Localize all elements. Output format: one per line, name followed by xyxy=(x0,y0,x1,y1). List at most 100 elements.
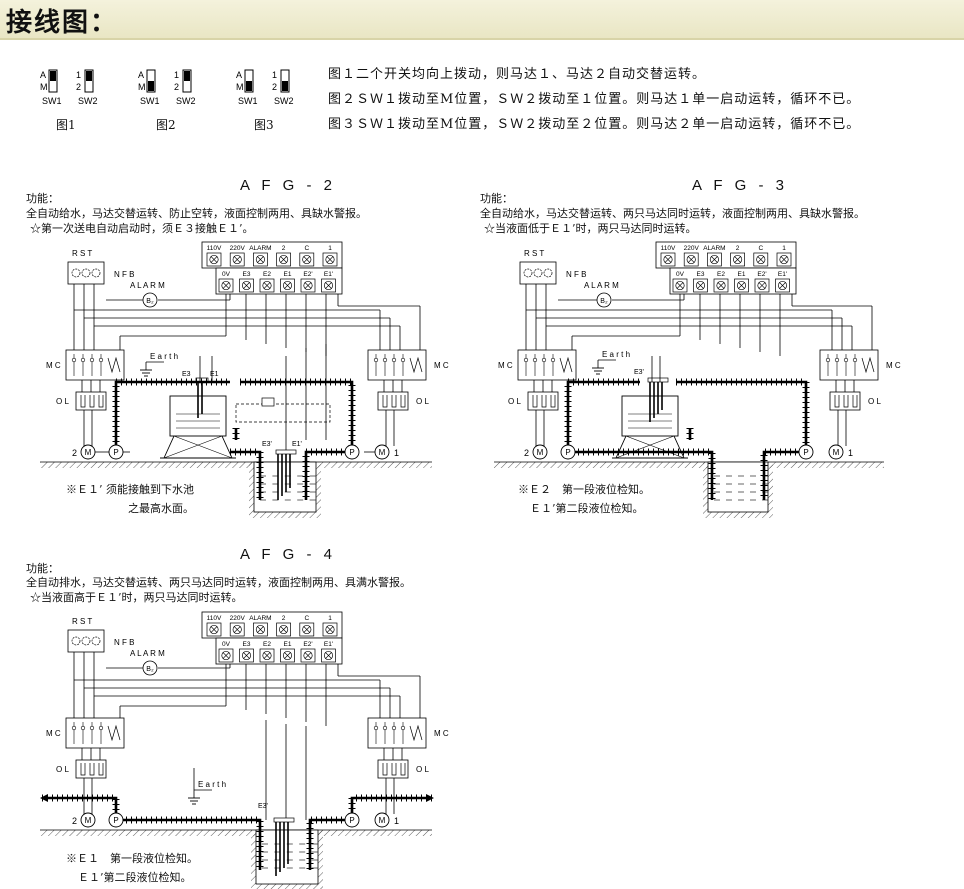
ol-element xyxy=(80,763,86,776)
sw1-lever xyxy=(50,71,56,81)
screw-x xyxy=(711,256,718,263)
afg4-nfb-pole xyxy=(91,636,101,646)
afg3-terminal-label-top: C xyxy=(758,245,763,252)
mc-contact-dot xyxy=(382,725,388,731)
afg2-terminal-label-top: C xyxy=(304,245,309,252)
afg4-nfb-pole xyxy=(81,636,91,646)
afg3-buzzer-label: B₂ xyxy=(600,298,608,305)
afg3-title: A F G - 3 xyxy=(692,177,789,194)
ol-element xyxy=(382,763,388,776)
afg3-pump-label: P xyxy=(803,448,808,457)
afg3-terminal-label-top: 110V xyxy=(661,245,676,252)
screw-x xyxy=(257,256,264,263)
afg2-note-2: 之最高水面。 xyxy=(128,502,194,515)
afg2-nfb-pole xyxy=(71,268,81,278)
mc-contact-dot xyxy=(373,357,379,363)
afg3-pump-label: P xyxy=(565,448,570,457)
sw2-caption: SW2 xyxy=(274,96,294,106)
sw1-lever xyxy=(148,81,154,91)
afg3-alarm-label: A L A R M xyxy=(584,281,619,290)
afg2-mc-coil-icon xyxy=(107,356,121,374)
mc-contact-dot xyxy=(373,725,379,731)
afg3-ground-hatch xyxy=(494,462,884,468)
afg3-ol-label: O L xyxy=(508,397,521,406)
afg4-outflow-arrow-right-icon xyxy=(426,794,434,802)
afg4-title: A F G - 4 xyxy=(240,546,337,563)
mc-contact-dot xyxy=(532,357,538,363)
sw-label-a: A xyxy=(236,70,242,80)
afg3-mc-coil-icon xyxy=(861,356,875,374)
afg3-function-line-2: ☆当液面低于Ｅ１’时，两只马达同时运转。 xyxy=(484,222,697,235)
afg2-terminal-label-top: ALARM xyxy=(249,245,271,252)
afg4-pump-label: P xyxy=(113,816,118,825)
description-1: 图１二个开关均向上拨动，则马达１、马达２自动交替运转。 xyxy=(328,67,707,82)
afg4-pipe-suction-right-ticks xyxy=(306,816,352,870)
afg3-pump-icon xyxy=(560,444,576,460)
afg3-terminal-label-bottom: E2 xyxy=(717,271,725,278)
afg3-earth-label: E a r t h xyxy=(602,350,630,359)
ol-element xyxy=(391,395,397,408)
sw2-caption: SW2 xyxy=(78,96,98,106)
afg4-note-2: Ｅ１’第二段液位检知。 xyxy=(78,871,192,884)
ol-element xyxy=(852,395,858,408)
tank-brace xyxy=(615,435,675,459)
screw-x xyxy=(780,256,788,263)
afg4-alarm-label: A L A R M xyxy=(130,649,165,658)
mc-contact-dot xyxy=(98,725,104,731)
mc-contact-dot xyxy=(89,725,95,731)
sw-label-2: 2 xyxy=(174,82,179,92)
afg2-title: A F G - 2 xyxy=(240,177,337,194)
afg4-mc-coil-icon xyxy=(107,724,121,742)
figure-3-caption: 图3 xyxy=(254,118,274,132)
afg2-function-line-2: ☆第一次送电自动启动时，须Ｅ３接触Ｅ１’。 xyxy=(30,222,254,235)
afg2-function-line-1: 全自动给水，马达交替运转、防止空转，液面控制两用、具缺水警报。 xyxy=(26,207,367,220)
afg4-function-line-2: ☆当液面高于Ｅ１’时，两只马达同时运转。 xyxy=(30,591,243,604)
afg2-nfb-pole xyxy=(91,268,101,278)
afg3-terminal-label-top: 1 xyxy=(782,245,786,252)
tank-leg xyxy=(615,435,627,459)
afg2-note-1: ※Ｅ１’ 须能接触到下水池 xyxy=(66,483,194,496)
afg4-motor-label: M xyxy=(85,816,92,825)
ol-element xyxy=(80,395,86,408)
afg4-motor-icon xyxy=(80,812,96,828)
afg3-function-line-1: 全自动给水，马达交替运转、两只马达同时运转，液面控制两用、具缺水警报。 xyxy=(480,207,865,220)
afg2-pipe-suction-right-ticks xyxy=(302,448,352,500)
afg4-motor-number: 1 xyxy=(394,816,399,826)
ol-element xyxy=(98,763,104,776)
sw1-caption: SW1 xyxy=(42,96,62,106)
afg4-pipe-left-out-ticks xyxy=(42,794,120,820)
screw-x xyxy=(280,626,287,633)
afg2-mc-label: M C xyxy=(46,361,61,370)
afg3-mc-contactor xyxy=(819,349,879,381)
ol-element xyxy=(541,395,547,408)
tank-brace xyxy=(625,435,685,459)
afg3-mc-label: M C xyxy=(498,361,513,370)
ol-element xyxy=(391,763,397,776)
afg4-nfb-pole xyxy=(71,636,81,646)
screw-x xyxy=(303,626,311,633)
afg2-nfb-label: N F B xyxy=(114,270,134,279)
afg4-terminal-label-top: 220V xyxy=(230,615,246,622)
afg3-nfb-pole xyxy=(523,268,533,278)
afg3-motor-icon xyxy=(532,444,548,460)
afg2-ol-label: O L xyxy=(416,397,429,406)
afg4-terminal-label-top: ALARM xyxy=(249,615,271,622)
afg3-e3p-label: E3' xyxy=(634,369,644,376)
description-2: 图２ＳＷ１拨动至M位置，ＳＷ２拨动至１位置。则马达１单一启动运转，循环不已。 xyxy=(328,92,861,107)
afg2-terminal-block-bottom xyxy=(215,267,343,295)
afg2-pipe-suction-left-ticks xyxy=(230,448,264,500)
screw-x xyxy=(326,626,334,633)
ol-element xyxy=(382,395,388,408)
mc-contact-dot xyxy=(89,357,95,363)
afg3-motor-number: 2 xyxy=(524,448,529,458)
afg4-terminal-label-bottom: E2 xyxy=(263,641,271,648)
afg2-pipe-left-ticks xyxy=(112,378,230,452)
afg3-terminal-label-bottom: E1' xyxy=(778,271,787,278)
afg4-pump-icon xyxy=(344,812,360,828)
afg4-note-1: ※Ｅ１ 第一段液位检知。 xyxy=(66,852,198,865)
mc-contact-dot xyxy=(825,357,831,363)
afg3-pipe-right xyxy=(676,380,808,452)
afg4-nfb-label: N F B xyxy=(114,638,134,647)
